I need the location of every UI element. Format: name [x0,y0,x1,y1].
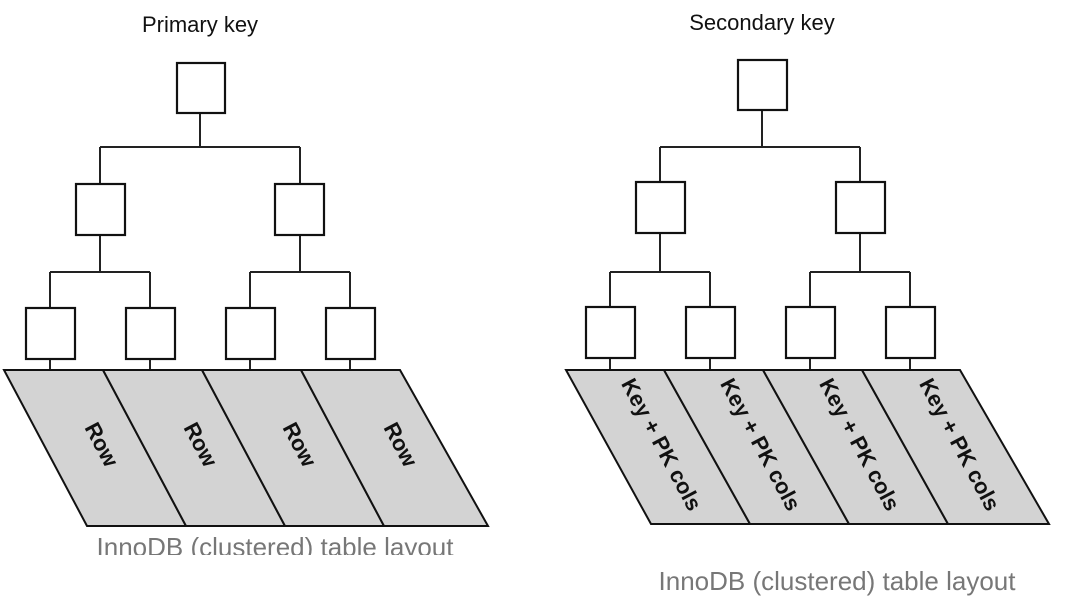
primary-internal-node [74,182,127,237]
secondary-key-title: Secondary key [689,10,835,35]
primary-leaf-node [324,306,377,361]
primary-key-panel: Primary key [2,12,490,562]
secondary-leaf-node [684,305,737,360]
secondary-key-panel: Secondary key K [564,10,1051,596]
primary-leaf-node [224,306,277,361]
primary-key-title: Primary key [142,12,258,37]
primary-tree-edges [49,113,351,370]
secondary-tree-edges [609,110,911,370]
secondary-leaf-node [784,305,837,360]
primary-leaf-node [24,306,77,361]
primary-root-node [175,61,227,115]
secondary-internal-node [634,180,687,235]
secondary-caption: InnoDB (clustered) table layout [659,566,1017,596]
secondary-leaf-node [584,305,637,360]
primary-leaf-cell [299,369,490,527]
primary-internal-node [273,182,326,237]
secondary-internal-node [834,180,887,235]
secondary-root-node [736,58,789,112]
primary-leaf-node [124,306,177,361]
secondary-leaf-node [884,305,937,360]
primary-caption: InnoDB (clustered) table layout [97,532,455,562]
secondary-leaf-cell [860,369,1051,525]
